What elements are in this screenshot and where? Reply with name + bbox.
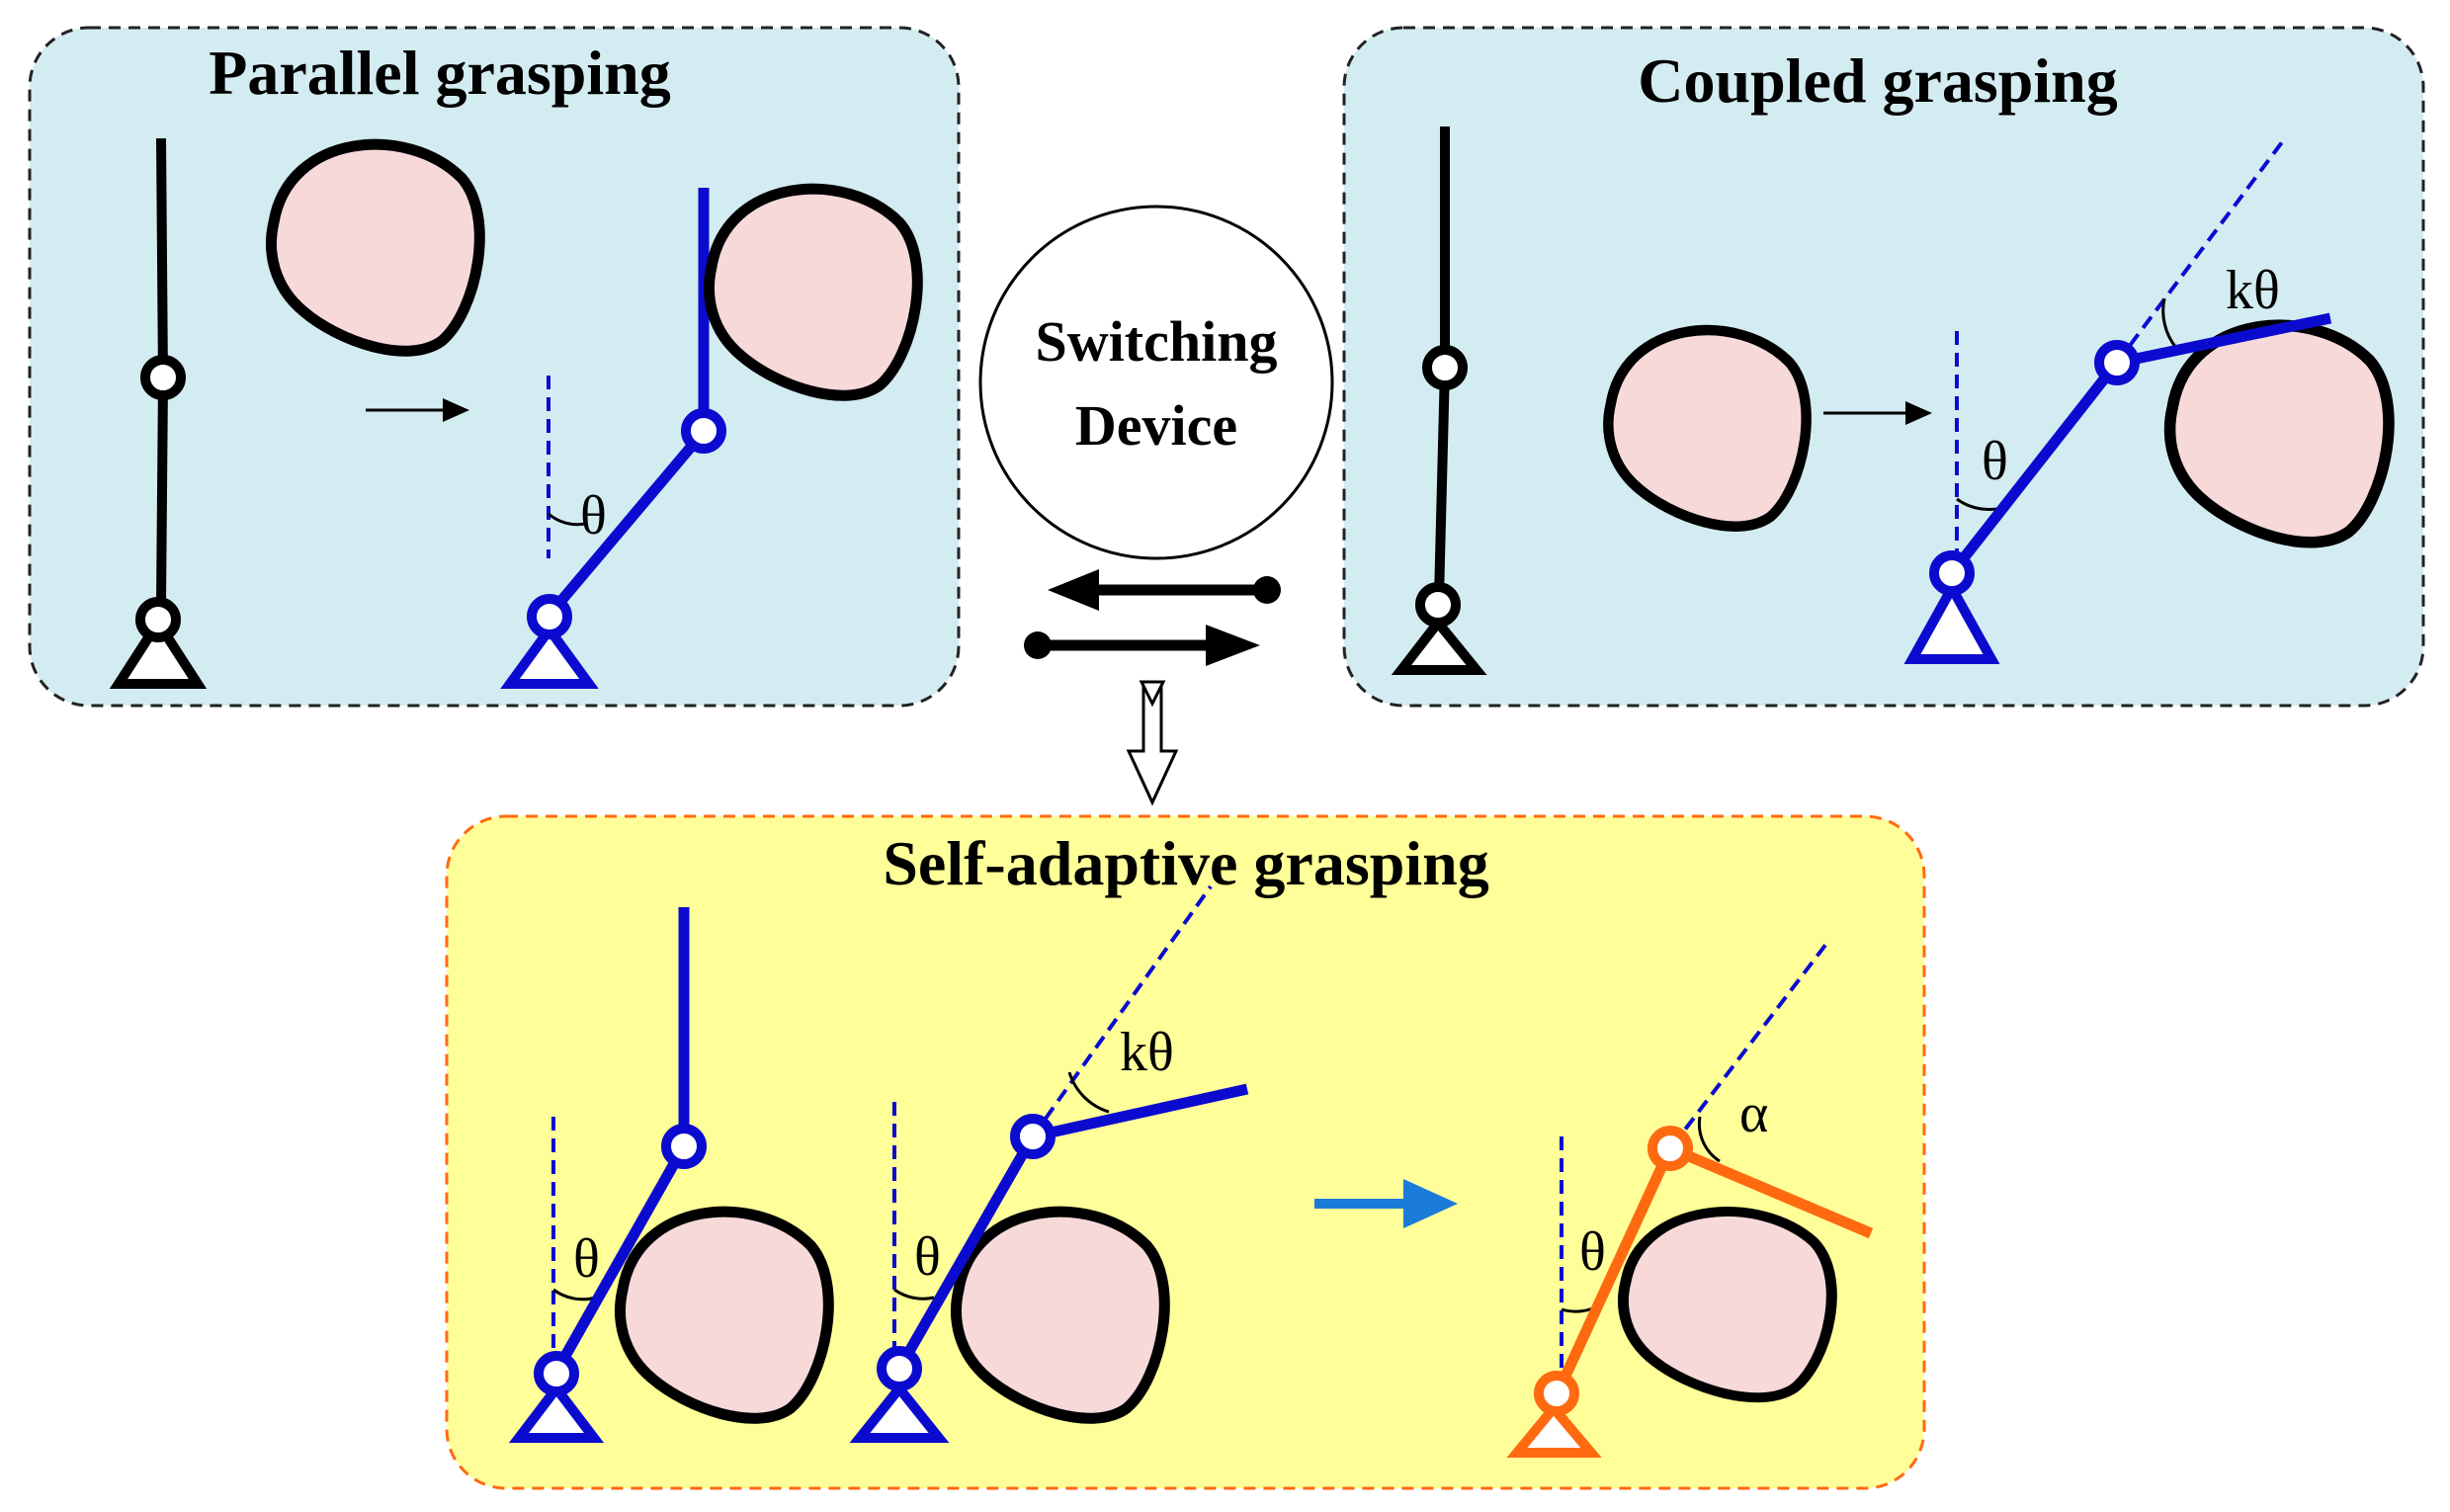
- initial-finger-black: [109, 137, 208, 689]
- theta-arc: [893, 1288, 935, 1301]
- motion-arrow: [1823, 401, 1932, 425]
- switching-device-line2: Device: [1075, 393, 1237, 458]
- self-adaptive-grasping-panel: Self-adaptive grasping θ θ kθ: [445, 814, 1926, 1490]
- switching-device-circle: [978, 205, 1334, 560]
- k-theta-label: kθ: [2226, 260, 2280, 321]
- base-joint-circle: [135, 597, 181, 642]
- base-triangle: [1506, 1400, 1602, 1458]
- theta-arc: [1956, 497, 1997, 512]
- base-triangle: [508, 1380, 605, 1443]
- base-triangle: [500, 621, 599, 689]
- self-adaptive-finger-stage-1: θ: [508, 907, 828, 1443]
- blue-finger: θ: [500, 188, 917, 689]
- joint-circle: [1647, 1126, 1693, 1171]
- switching-device-line1: Switching: [1036, 309, 1278, 374]
- joint-circle: [1422, 345, 1468, 390]
- theta-arc: [548, 512, 586, 527]
- motion-arrow: [366, 398, 469, 422]
- base-joint-circle: [1415, 582, 1461, 628]
- base-triangle: [109, 613, 208, 689]
- joint-circle: [661, 1124, 707, 1169]
- base-joint-circle: [527, 594, 572, 639]
- switch-arrow-left: [1048, 569, 1281, 611]
- switching-device: Switching Device: [978, 205, 1334, 560]
- k-theta-arc: [1067, 1071, 1110, 1114]
- theta-label: θ: [1982, 431, 2008, 492]
- switch-arrow-right: [1024, 625, 1260, 666]
- base-joint-circle: [1929, 550, 1975, 596]
- blue-arrow: [1314, 1179, 1458, 1228]
- theta-label-stage-2: θ: [914, 1226, 941, 1288]
- joint-circle: [140, 355, 186, 400]
- theta-label-stage-3: θ: [1579, 1221, 1606, 1283]
- self-adaptive-finger-stage-3: θ α: [1506, 942, 1874, 1458]
- initial-finger-black: [1391, 126, 1487, 675]
- alpha-arc: [1697, 1116, 1721, 1163]
- base-triangle: [849, 1380, 950, 1443]
- self-adaptive-finger-stage-2: θ kθ: [849, 884, 1249, 1443]
- k-theta-arc: [2161, 297, 2178, 349]
- parallel-grasping-panel: Parallel grasping θ: [28, 26, 961, 708]
- base-joint-circle: [877, 1346, 922, 1391]
- joint-circle: [1010, 1114, 1056, 1159]
- coupled-panel-background: [1342, 26, 2425, 708]
- theta-label: θ: [580, 485, 607, 546]
- base-triangle: [1391, 614, 1487, 675]
- parallel-panel-title: Parallel grasping: [209, 38, 671, 108]
- base-joint-circle: [534, 1351, 579, 1396]
- joint-circle: [2094, 340, 2140, 385]
- k-theta-label: kθ: [1120, 1022, 1174, 1083]
- theta-label-stage-1: θ: [573, 1228, 600, 1290]
- joint-circle: [681, 408, 726, 454]
- alpha-label: α: [1739, 1083, 1768, 1144]
- parallel-panel-background: [28, 26, 961, 708]
- hollow-down-arrow: [1126, 680, 1179, 806]
- coupled-panel-title: Coupled grasping: [1638, 45, 2117, 116]
- self-adaptive-panel-title: Self-adaptive grasping: [883, 828, 1488, 898]
- base-triangle: [1903, 577, 2000, 664]
- base-joint-circle: [1534, 1371, 1579, 1416]
- coupled-grasping-panel: Coupled grasping θ kθ: [1342, 26, 2425, 708]
- blue-finger: θ kθ: [1903, 136, 2389, 664]
